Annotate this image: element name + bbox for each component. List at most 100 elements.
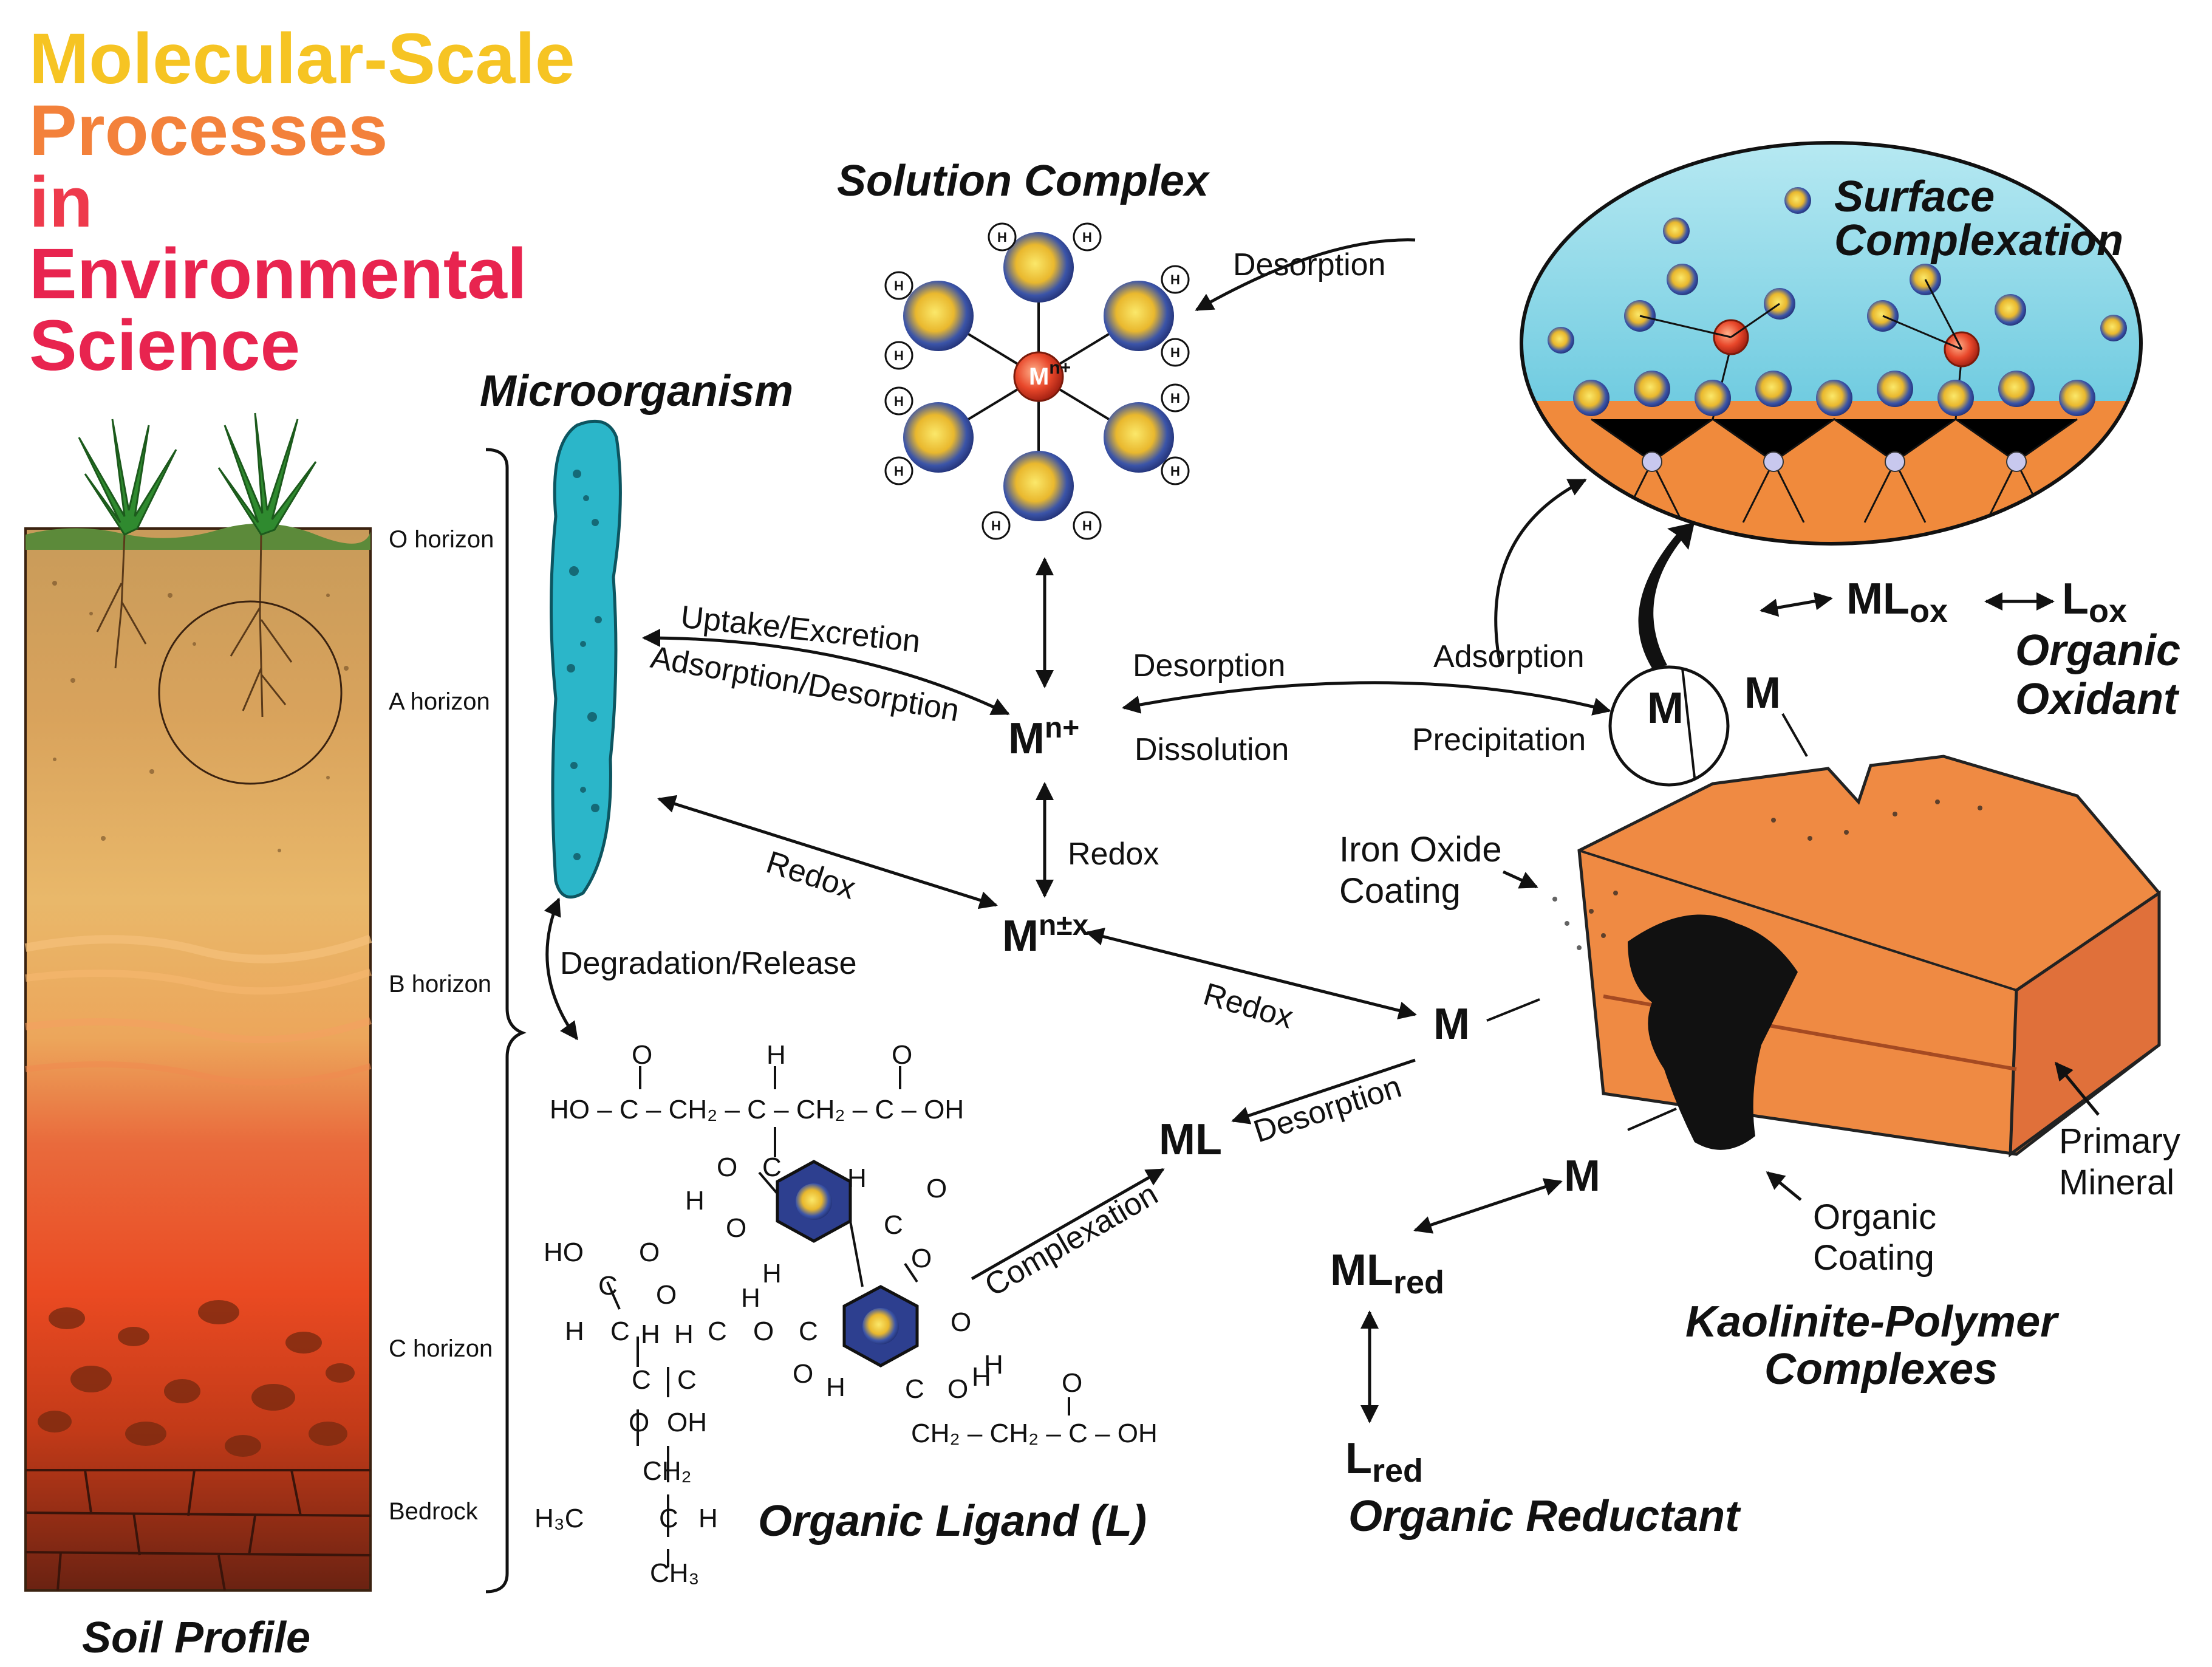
chem-h: H xyxy=(984,1350,1003,1380)
species-m: M xyxy=(1029,363,1050,390)
process-desorption: Desorption xyxy=(1233,247,1386,282)
plant-icon xyxy=(78,412,317,536)
chem-c: C xyxy=(884,1210,903,1240)
label-iron-oxide: Iron Oxide xyxy=(1339,830,1502,869)
chem-ch3: CH₃ xyxy=(650,1558,700,1588)
section-solution-complex: Solution Complex xyxy=(837,157,1209,205)
species-m: M xyxy=(1008,714,1045,763)
horizon-brace xyxy=(485,448,527,1593)
section-kaolinite: Complexes xyxy=(1764,1345,1998,1394)
title-line: Processes xyxy=(29,91,388,171)
species-l-red: Lred xyxy=(1345,1437,1423,1487)
chem-tail: CH₂ – CH₂ – C – OH xyxy=(911,1419,1158,1448)
chem-o: O xyxy=(639,1237,660,1267)
chem-chain: HO – C – CH₂ – C – CH₂ – C – OH xyxy=(550,1095,964,1124)
title-line: Molecular-Scale xyxy=(29,19,575,99)
chem-o: O xyxy=(717,1152,738,1182)
chem-h: H xyxy=(826,1372,845,1402)
chem-c: C xyxy=(610,1316,630,1346)
species-l: L xyxy=(2062,575,2089,623)
svg-text:H: H xyxy=(1170,345,1180,360)
chem-o: O xyxy=(947,1374,969,1404)
title-line: Science xyxy=(29,306,301,386)
chem-c: C xyxy=(708,1316,727,1346)
label-organic-coating: Coating xyxy=(1813,1238,1934,1278)
charge-n-plus: n+ xyxy=(1044,712,1080,744)
chem-o: O xyxy=(726,1213,747,1243)
page-title: Molecular-Scale Processes in Environment… xyxy=(29,23,575,382)
svg-text:H: H xyxy=(1082,230,1092,245)
water-molecule-icon xyxy=(903,232,1174,521)
svg-text:H: H xyxy=(997,230,1007,245)
chem-o: O xyxy=(753,1316,774,1346)
chem-h3c: H₃C xyxy=(534,1504,584,1533)
chem-o: O xyxy=(911,1244,932,1273)
chem-h: H xyxy=(698,1504,718,1533)
chem-o: O xyxy=(1062,1368,1083,1398)
section-microorganism: Microorganism xyxy=(480,367,794,416)
process-redox: Redox xyxy=(1068,837,1159,872)
species-ml: ML xyxy=(1159,1115,1222,1164)
species-ml-red: MLred xyxy=(1330,1248,1444,1299)
chem-ho: HO xyxy=(544,1237,584,1267)
horizon-label: O horizon xyxy=(389,526,494,553)
subscript-red: red xyxy=(1371,1453,1424,1489)
organic-coating-shape xyxy=(1628,914,1798,1150)
chem-h: H xyxy=(741,1283,760,1313)
species-mn-plus: Mn+ xyxy=(1008,714,1079,763)
kaolinite-mineral-block xyxy=(1552,755,2161,1158)
species-m-lower: M xyxy=(1564,1152,1600,1200)
charge-n-plus: n+ xyxy=(1049,358,1071,378)
subscript-ox: ox xyxy=(2088,593,2128,629)
process-arrows xyxy=(544,238,2100,1423)
chem-h: H xyxy=(847,1163,867,1193)
label-iron-oxide: Coating xyxy=(1339,871,1461,911)
horizon-label: Bedrock xyxy=(389,1498,478,1525)
chem-h: H xyxy=(565,1316,584,1346)
subscript-red: red xyxy=(1393,1264,1445,1301)
chem-h: H xyxy=(674,1320,694,1349)
adsorption-site-circle xyxy=(1608,665,1730,787)
process-precipitation: Precipitation xyxy=(1412,722,1586,758)
svg-text:H: H xyxy=(1082,518,1092,533)
species-m-mineral: M xyxy=(1433,1000,1470,1049)
svg-text:H: H xyxy=(894,278,904,293)
chem-h: H xyxy=(766,1040,786,1070)
horizon-label: A horizon xyxy=(389,688,490,715)
chem-c: C xyxy=(762,1152,782,1182)
chem-o: O xyxy=(951,1307,972,1337)
chem-h: H xyxy=(972,1362,991,1392)
metal-center-label: Mn+ xyxy=(1029,359,1071,390)
svg-text:H: H xyxy=(1170,272,1180,287)
section-organic-reductant: Organic Reductant xyxy=(1348,1492,1740,1541)
process-dissolution: Dissolution xyxy=(1135,732,1289,767)
section-soil-profile: Soil Profile xyxy=(82,1614,311,1662)
section-organic-oxidant: Oxidant xyxy=(2015,675,2179,724)
section-surface-complexation: Surface xyxy=(1834,173,1995,221)
species-m-surface: M xyxy=(1744,669,1781,717)
species-ml: ML xyxy=(1846,575,1910,623)
section-kaolinite: Kaolinite-Polymer xyxy=(1685,1298,2058,1346)
chem-c: C xyxy=(799,1316,818,1346)
process-desorption: Desorption xyxy=(1133,648,1286,683)
svg-text:H: H xyxy=(1170,464,1180,479)
charge-n-pm-x: n±x xyxy=(1038,909,1089,942)
horizon-label: C horizon xyxy=(389,1335,493,1362)
svg-text:H: H xyxy=(1170,391,1180,406)
svg-text:H: H xyxy=(894,464,904,479)
chem-h: H xyxy=(641,1320,660,1349)
microorganism-body xyxy=(550,419,622,899)
adsorption-thick-arrow xyxy=(1638,522,1695,668)
species-l-ox: Lox xyxy=(2062,575,2127,628)
chem-c: C xyxy=(632,1365,651,1395)
title-line: Environmental xyxy=(29,234,527,314)
chem-c: C xyxy=(659,1504,678,1533)
species-ml-ox: MLox xyxy=(1846,575,1948,628)
species-mn-pm-x: Mn±x xyxy=(1002,911,1088,959)
horizon-label: B horizon xyxy=(389,971,491,998)
metal-ion-icon xyxy=(1013,351,1064,402)
section-organic-oxidant: Organic xyxy=(2015,626,2181,675)
label-primary-mineral: Primary xyxy=(2059,1121,2180,1161)
